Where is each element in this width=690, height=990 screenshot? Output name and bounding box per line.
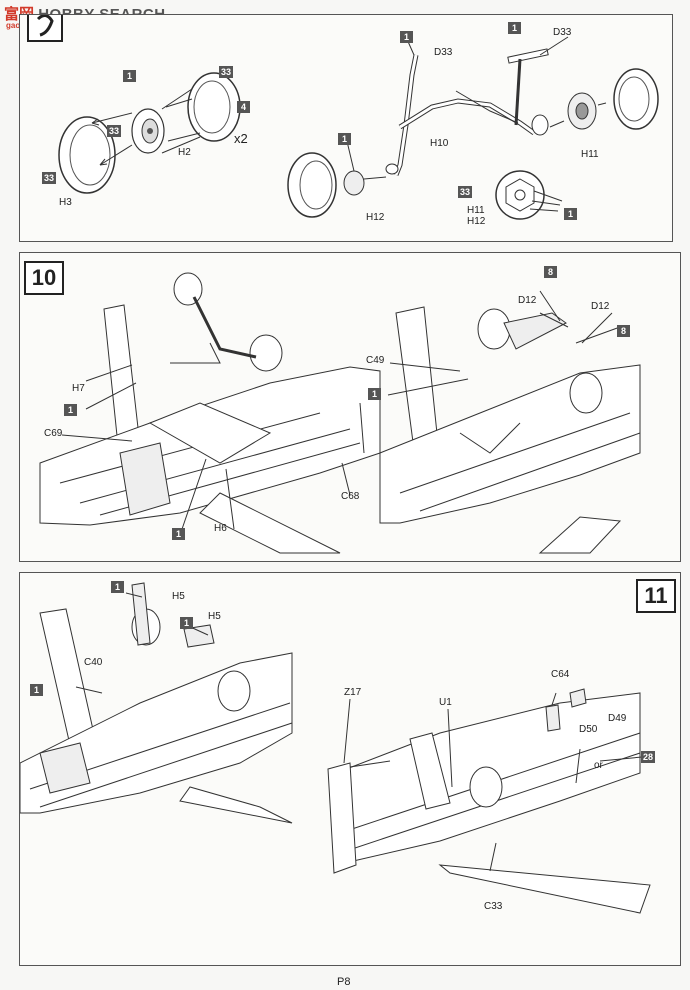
part-label-h5-lower: H5 xyxy=(208,611,221,622)
part-label-h11: H11 xyxy=(581,149,599,160)
part-color-badge-1-h5b: 1 xyxy=(180,617,193,629)
part-color-badge-1-h5a: 1 xyxy=(111,581,124,593)
part-color-badge-33-tyre: 33 xyxy=(42,172,57,184)
part-color-badge-1-c49: 1 xyxy=(368,388,381,400)
part-color-badge-33-hub: 33 xyxy=(107,125,122,137)
part-color-badge-1: 1 xyxy=(123,70,136,82)
part-label-z17: Z17 xyxy=(344,687,362,698)
part-label-c69: C69 xyxy=(44,428,63,439)
step9-panel: 1 33 4 33 33 1 1 1 33 1 H2 H3 x2 D33 D33… xyxy=(19,14,673,242)
part-label-u1: U1 xyxy=(439,697,452,708)
part-label-h7: H7 xyxy=(72,383,85,394)
part-color-badge-1-strut2: 1 xyxy=(508,22,521,34)
part-label-d12-right: D12 xyxy=(591,301,610,312)
step10-drawing xyxy=(39,272,641,554)
part-label-c49: C49 xyxy=(366,355,385,366)
part-color-badge-8-d12: 8 xyxy=(544,266,557,278)
part-color-badge-1-strut: 1 xyxy=(400,31,413,43)
or-label: or xyxy=(594,760,603,771)
part-color-badge-4: 4 xyxy=(237,101,250,113)
part-label-h5-upper: H5 xyxy=(172,591,185,602)
part-label-c40: C40 xyxy=(84,657,103,668)
part-color-badge-8-d12b: 8 xyxy=(617,325,630,337)
part-label-h10: H10 xyxy=(430,138,449,149)
part-label-d12-left: D12 xyxy=(518,295,537,306)
part-label-h11-h12: H11 H12 xyxy=(467,205,486,227)
part-label-c68: C68 xyxy=(341,491,360,502)
part-color-badge-33: 33 xyxy=(219,66,234,78)
part-label-h3: H3 xyxy=(59,197,72,208)
part-color-badge-1-wheel: 1 xyxy=(338,133,351,145)
step9-drawing xyxy=(27,15,659,220)
step11-drawing xyxy=(20,582,651,914)
part-label-d33-left: D33 xyxy=(434,47,453,58)
step10-panel: 10 1 1 xyxy=(19,252,681,562)
part-label-d33-right: D33 xyxy=(553,27,572,38)
part-color-badge-1-h6: 1 xyxy=(172,528,185,540)
part-label-d50: D50 xyxy=(579,724,598,735)
step-number-10: 10 xyxy=(24,261,64,295)
part-label-h6: H6 xyxy=(214,523,227,534)
step-number-11: 11 xyxy=(636,579,676,613)
part-color-badge-33-hubdetail: 33 xyxy=(458,186,473,198)
page-number: P8 xyxy=(337,976,351,988)
part-label-d49: D49 xyxy=(608,713,627,724)
part-color-badge-1-hubdetail: 1 xyxy=(564,208,577,220)
part-label-c33: C33 xyxy=(484,901,503,912)
step11-panel: 11 1 1 1 28 H5 xyxy=(19,572,681,966)
part-color-badge-1-h7: 1 xyxy=(64,404,77,416)
part-color-badge-28: 28 xyxy=(641,751,656,763)
part-label-c64: C64 xyxy=(551,669,570,680)
part-color-badge-1-c40: 1 xyxy=(30,684,43,696)
part-label-h12: H12 xyxy=(366,212,385,223)
part-label-h2: H2 xyxy=(178,147,191,158)
quantity-x2: x2 xyxy=(234,131,248,146)
